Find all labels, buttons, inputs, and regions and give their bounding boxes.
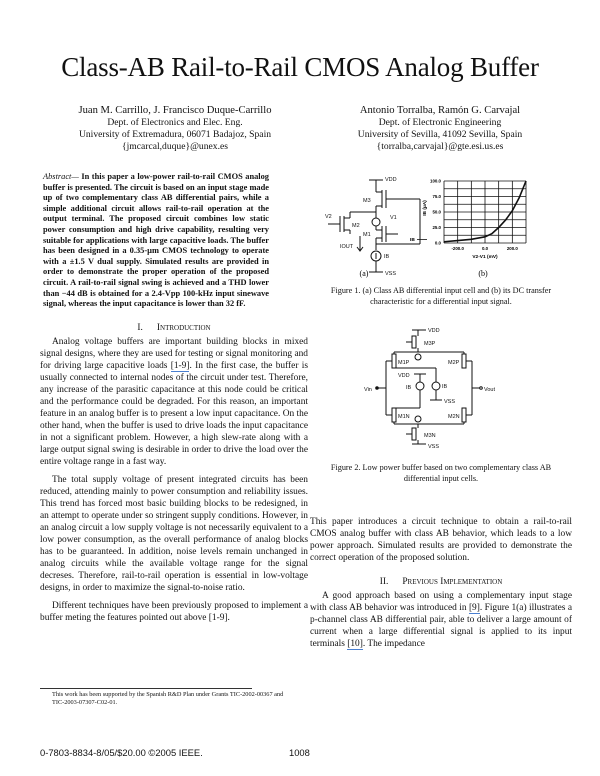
intro-paragraph-1: Analog voltage buffers are important bui… bbox=[40, 336, 308, 468]
x-tick-label: 200.0 bbox=[507, 246, 519, 251]
text: A good approach based on using a complem… bbox=[310, 591, 572, 613]
label-m2n: M2N bbox=[448, 414, 460, 420]
author-univ: University of Sevilla, 41092 Sevilla, Sp… bbox=[357, 129, 523, 140]
label-vin: Vin bbox=[364, 387, 372, 393]
label-m3p: M3P bbox=[424, 341, 436, 347]
left-column: I. Introduction Analog voltage buffers ar… bbox=[40, 322, 308, 624]
y-tick-label: 50.0 bbox=[432, 210, 441, 215]
figure-2: VDD M3P M1P M2P Vin Vout IB IB VDD VSS M… bbox=[364, 328, 495, 450]
section-number: I. bbox=[137, 323, 143, 333]
section-heading-intro: I. Introduction bbox=[40, 322, 308, 334]
footnote-text: This work has been supported by the Span… bbox=[52, 691, 284, 707]
label-m1: M1 bbox=[363, 232, 371, 238]
abstract-text: In this paper a low-power rail-to-rail C… bbox=[43, 172, 269, 309]
previous-paragraph-1: A good approach based on using a complem… bbox=[310, 590, 572, 650]
y-tick-label: 25.0 bbox=[432, 225, 441, 230]
chart-1b: -200.0 0.0 200.0 0.0 25.0 50.0 75.0 100.0V2-V1 … bbox=[410, 179, 527, 260]
footer-isbn: 0-7803-8834-8/05/$20.00 ©2005 IEEE. bbox=[40, 747, 203, 758]
figure-2-caption: Figure 2. Low power buffer based on two … bbox=[330, 463, 552, 483]
circuit-1a-labels: VDD M3 M1 M2 V1 V2 IOUT IB VSS bbox=[325, 177, 397, 277]
paper-title: Class-AB Rail-to-Rail CMOS Analog Buffer bbox=[61, 52, 539, 82]
text: . In the first case, the buffer is usual… bbox=[40, 361, 308, 467]
circuit-1a bbox=[328, 179, 421, 273]
figure-1: VDD M3 M1 M2 V1 V2 IOUT IB VSS -200.0 0.0… bbox=[325, 177, 527, 278]
label-a: (a) bbox=[360, 269, 369, 278]
x-tick-label: -200.0 bbox=[451, 246, 464, 251]
author-names: Antonio Torralba, Ramón G. Carvajal bbox=[359, 105, 521, 116]
label-m3n: M3N bbox=[424, 433, 436, 439]
citation-link[interactable]: [1-9] bbox=[170, 361, 190, 372]
y-tick-label: 0.0 bbox=[435, 241, 442, 246]
author-dept: Dept. of Electronics and Elec. Eng. bbox=[107, 117, 243, 128]
label-vss: VSS bbox=[385, 271, 396, 277]
footnote: This work has been supported by the Span… bbox=[40, 691, 285, 708]
x-tick-label: 0.0 bbox=[482, 246, 489, 251]
citation-link[interactable]: [9] bbox=[468, 603, 480, 614]
intro-paragraph-4: This paper introduces a circuit techniqu… bbox=[310, 517, 572, 563]
circuit-2 bbox=[375, 329, 483, 445]
text: . The impedance bbox=[362, 639, 425, 649]
label-vss: VSS bbox=[444, 399, 455, 405]
author-univ: University of Extremadura, 06071 Badajoz… bbox=[78, 129, 272, 140]
intro-paragraph-2: The total supply voltage of present inte… bbox=[40, 475, 308, 593]
label-m1n: M1N bbox=[398, 414, 410, 420]
y-tick-label: 75.0 bbox=[432, 194, 441, 199]
author-dept: Dept. of Electronic Engineering bbox=[378, 117, 502, 128]
y-axis-label: IB (µA) bbox=[422, 200, 428, 216]
author-names: Juan M. Carrillo, J. Francisco Duque-Car… bbox=[78, 105, 272, 116]
label-v1: V1 bbox=[390, 215, 397, 221]
label-m1p: M1P bbox=[398, 360, 410, 366]
right-column: This paper introduces a circuit techniqu… bbox=[310, 516, 572, 650]
label-iout: IOUT bbox=[340, 244, 354, 250]
y-tick-label: 100.0 bbox=[430, 179, 442, 184]
label-b: (b) bbox=[478, 269, 488, 278]
label-vout: Vout bbox=[484, 387, 495, 393]
series-line bbox=[443, 180, 527, 243]
label-ib: IB bbox=[384, 254, 390, 260]
intro-paragraph-3: Different techniques have been previousl… bbox=[40, 601, 308, 623]
text: Analog voltage buffers are important bui… bbox=[40, 337, 308, 371]
figure-1-caption: Figure 1. (a) Class AB differential inpu… bbox=[330, 286, 552, 306]
section-heading-previous: II. Previous Implementation bbox=[310, 576, 572, 588]
label-vss: VSS bbox=[428, 444, 439, 450]
citation-link[interactable]: [10] bbox=[347, 639, 363, 650]
author-email: {torralba,carvajal}@gte.esi.us.es bbox=[376, 141, 504, 152]
label-ib: IB bbox=[442, 384, 448, 390]
section-title: Introduction bbox=[156, 323, 211, 333]
author-email: {jmcarcal,duque}@unex.es bbox=[122, 141, 228, 152]
page-number: 1008 bbox=[289, 747, 310, 758]
footnote-divider bbox=[40, 688, 252, 689]
ib-arrow-label: IB bbox=[410, 237, 415, 243]
label-v2: V2 bbox=[325, 214, 332, 220]
abstract-label: Abstract— bbox=[43, 172, 79, 181]
section-title: Previous Implementation bbox=[402, 577, 503, 587]
label-m2: M2 bbox=[352, 223, 360, 229]
author-block-1: Juan M. Carrillo, J. Francisco Duque-Car… bbox=[45, 104, 305, 153]
label-m2p: M2P bbox=[448, 360, 460, 366]
author-block-2: Antonio Torralba, Ramón G. Carvajal Dept… bbox=[310, 104, 570, 153]
label-ib: IB bbox=[406, 385, 412, 391]
circuit-2-labels: VDD M3P M1P M2P Vin Vout IB IB VDD VSS M… bbox=[364, 328, 495, 450]
label-m3: M3 bbox=[363, 198, 371, 204]
label-vdd: VDD bbox=[385, 177, 397, 183]
text: . Figure 1(a) illustrates a p-channel cl… bbox=[310, 603, 572, 649]
label-vdd: VDD bbox=[428, 328, 440, 334]
abstract: Abstract— In this paper a low-power rail… bbox=[43, 172, 269, 310]
section-number: II. bbox=[379, 577, 389, 587]
label-vdd: VDD bbox=[398, 373, 410, 379]
x-axis-label: V2-V1 (mV) bbox=[472, 254, 498, 260]
